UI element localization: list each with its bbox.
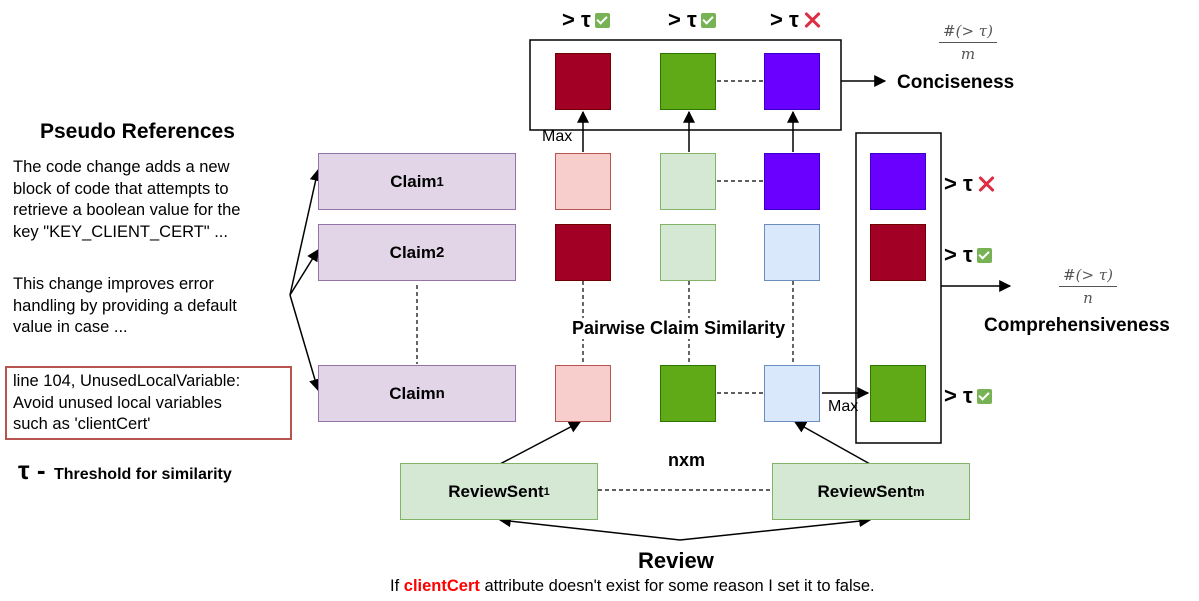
max-label-right: Max bbox=[828, 398, 859, 415]
conciseness-formula: #(> τ) m bbox=[918, 22, 1018, 63]
pseudo-reference-1-line: block of code that attempts to bbox=[13, 179, 229, 198]
conciseness-max-1 bbox=[555, 53, 611, 110]
conciseness-formula-numerator: #(> τ) bbox=[939, 22, 997, 43]
comprehensiveness-formula: #(> τ) n bbox=[1038, 266, 1138, 307]
cell-n-1 bbox=[555, 365, 611, 422]
check-mark-icon bbox=[594, 12, 610, 28]
review-title: Review bbox=[638, 548, 714, 573]
cross-mark-icon bbox=[803, 11, 821, 29]
review-sent-m-label: ReviewSent bbox=[817, 481, 913, 501]
static-analysis-warning: line 104, UnusedLocalVariable: Avoid unus… bbox=[5, 366, 292, 440]
cell-1-2 bbox=[660, 153, 716, 210]
comprehensiveness-max-2 bbox=[870, 224, 926, 281]
conciseness-max-2 bbox=[660, 53, 716, 110]
comprehensiveness-formula-denominator: n bbox=[1083, 289, 1093, 307]
nxm-label: nxm bbox=[668, 450, 706, 470]
review-highlight: clientCert bbox=[403, 577, 480, 595]
cross-mark-icon bbox=[977, 175, 995, 193]
static-warning-line: Avoid unused local variables bbox=[13, 393, 222, 412]
pseudo-reference-1-line: retrieve a boolean value for the bbox=[13, 201, 241, 219]
conciseness-frame bbox=[529, 39, 842, 131]
review-text-after: attribute doesn't exist for some reason … bbox=[479, 577, 875, 595]
comprehensiveness-max-n bbox=[870, 365, 926, 422]
comprehensiveness-frame bbox=[855, 132, 942, 444]
comprehensiveness-label: Comprehensiveness bbox=[984, 315, 1170, 336]
cell-n-m bbox=[764, 365, 820, 422]
cell-n-2 bbox=[660, 365, 716, 422]
tau-legend-text: Threshold for similarity bbox=[53, 466, 232, 483]
cell-2-m bbox=[764, 224, 820, 281]
threshold-label: > τ bbox=[770, 7, 799, 32]
comprehensiveness-formula-numerator: #(> τ) bbox=[1059, 266, 1117, 287]
review-sent-m-subscript: m bbox=[912, 484, 925, 499]
pseudo-references-title: Pseudo References bbox=[40, 120, 235, 143]
cell-2-1 bbox=[555, 224, 611, 281]
threshold-label: > τ bbox=[562, 7, 591, 32]
pairwise-similarity-label: Pairwise Claim Similarity bbox=[570, 318, 788, 339]
check-mark-icon bbox=[976, 247, 992, 263]
claim-n-subscript: n bbox=[435, 385, 445, 402]
review-text-before: If bbox=[390, 577, 404, 595]
conciseness-check-2: > τ bbox=[668, 7, 716, 33]
pseudo-reference-2: This change improves error handling by pr… bbox=[13, 274, 237, 339]
check-mark-icon bbox=[976, 388, 992, 404]
claim-2-label: Claim bbox=[389, 242, 436, 262]
comprehensiveness-check-2: > τ bbox=[944, 242, 992, 268]
pseudo-reference-2-line: value in case ... bbox=[13, 318, 128, 336]
review-sent-1-label: ReviewSent bbox=[448, 481, 544, 501]
cell-1-1 bbox=[555, 153, 611, 210]
threshold-label: > τ bbox=[944, 171, 973, 196]
conciseness-label: Conciseness bbox=[897, 72, 1015, 93]
cell-1-m bbox=[764, 153, 820, 210]
threshold-label: > τ bbox=[668, 7, 697, 32]
review-text: If clientCert attribute doesn't exist fo… bbox=[390, 577, 875, 596]
pseudo-reference-1: The code change adds a new block of code … bbox=[13, 157, 240, 243]
check-mark-icon bbox=[700, 12, 716, 28]
claim-2-subscript: 2 bbox=[435, 244, 445, 261]
tau-legend-symbol: τ - bbox=[18, 455, 46, 485]
tau-legend: τ - Threshold for similarity bbox=[18, 455, 232, 486]
claim-n-label: Claim bbox=[389, 383, 436, 403]
comprehensiveness-check-1: > τ bbox=[944, 171, 995, 197]
pseudo-reference-1-line: The code change adds a new bbox=[13, 158, 230, 176]
pseudo-reference-2-line: This change improves error bbox=[13, 275, 214, 293]
pseudo-reference-2-line: handling by providing a default bbox=[13, 296, 237, 315]
threshold-label: > τ bbox=[944, 242, 973, 267]
conciseness-max-m bbox=[764, 53, 820, 110]
threshold-label: > τ bbox=[944, 383, 973, 408]
static-warning-line: line 104, UnusedLocalVariable: bbox=[13, 372, 241, 390]
review-sent-1-subscript: 1 bbox=[543, 485, 550, 498]
max-label-top: Max bbox=[542, 128, 573, 145]
claim-1-subscript: 1 bbox=[436, 174, 444, 189]
conciseness-check-m: > τ bbox=[770, 7, 821, 33]
static-warning-line: such as 'clientCert' bbox=[13, 415, 151, 433]
pseudo-reference-1-line: key "KEY_CLIENT_CERT" ... bbox=[13, 222, 228, 241]
comprehensiveness-check-n: > τ bbox=[944, 383, 992, 409]
claim-1-label: Claim bbox=[390, 171, 437, 191]
cell-2-2 bbox=[660, 224, 716, 281]
conciseness-formula-denominator: m bbox=[960, 45, 976, 63]
comprehensiveness-max-1 bbox=[870, 153, 926, 210]
conciseness-check-1: > τ bbox=[562, 7, 610, 33]
